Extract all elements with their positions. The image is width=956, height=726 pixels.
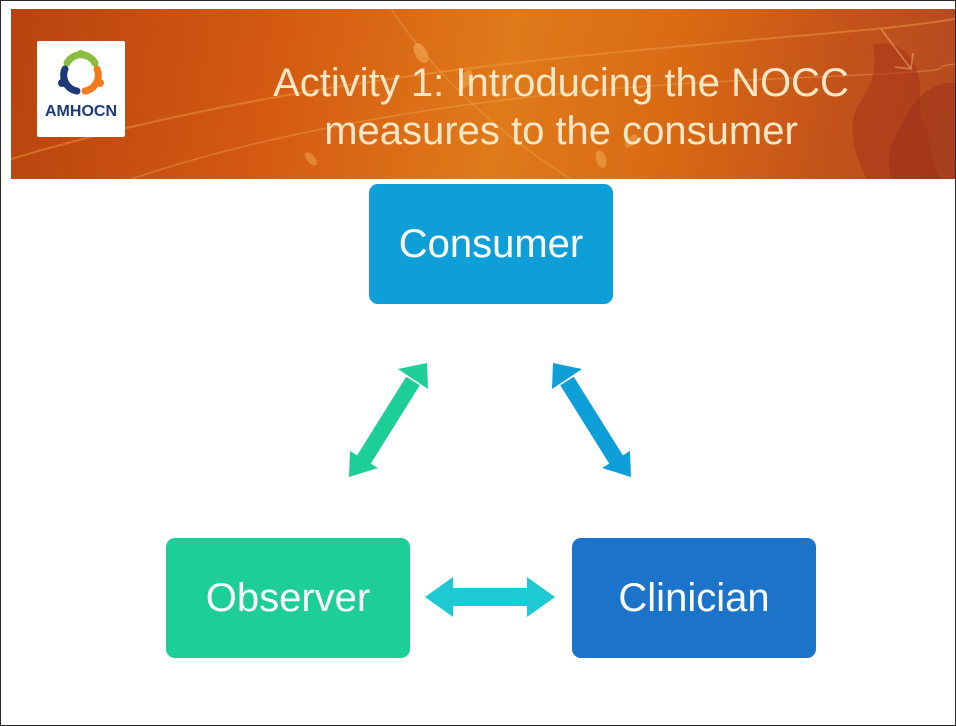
slide-title-line1: Activity 1: Introducing the NOCC (273, 61, 849, 105)
double-arrow-consumer-observer (349, 363, 428, 477)
slide-header: AMHOCN Activity 1: Introducing the NOCC … (11, 9, 955, 179)
node-clinician: Clinician (572, 538, 816, 658)
slide-title-line2: measures to the consumer (324, 109, 798, 153)
node-consumer: Consumer (369, 184, 613, 304)
node-observer: Observer (166, 538, 410, 658)
double-arrow-observer-clinician (425, 577, 555, 617)
logo-text: AMHOCN (45, 103, 117, 120)
slide-title: Activity 1: Introducing the NOCC measure… (201, 59, 921, 155)
double-arrow-consumer-clinician (552, 363, 631, 477)
header-decoration (11, 9, 955, 179)
amhocn-logo-icon (58, 50, 104, 95)
amhocn-logo: AMHOCN (37, 41, 125, 137)
